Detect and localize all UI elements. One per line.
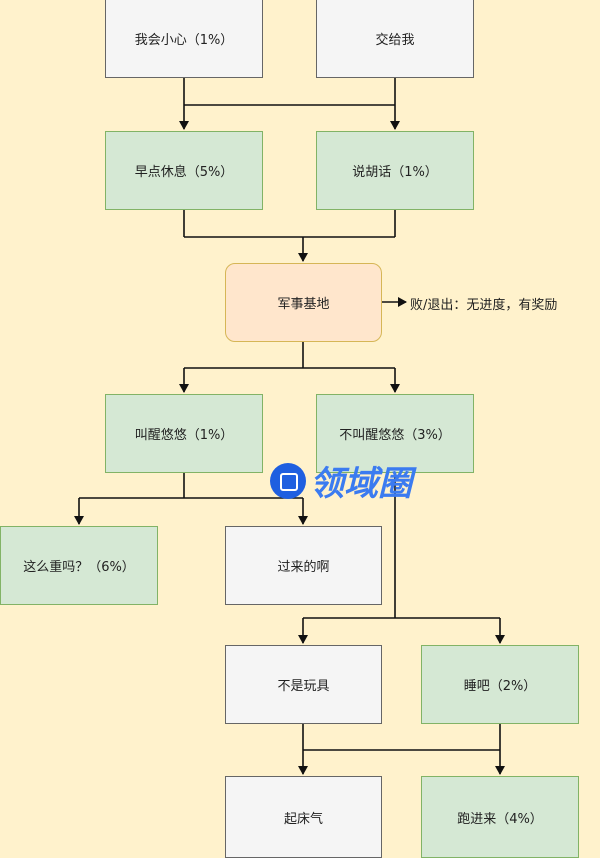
node-nonsense: 说胡话（1%） [316, 131, 474, 210]
node-morning-grumpy: 起床气 [225, 776, 382, 858]
node-label: 起床气 [283, 811, 323, 827]
fail-exit-label: 败/退出：无进度，有奖励 [410, 298, 558, 313]
node-label: 不叫醒悠悠（3%） [339, 428, 451, 443]
node-label: 不是玩具 [277, 679, 330, 694]
node-so-heavy: 这么重吗？（6%） [0, 526, 158, 605]
node-leave-to-me: 交给我 [316, 0, 474, 78]
node-be-careful: 我会小心（1%） [105, 0, 263, 78]
watermark-logo-icon [270, 462, 306, 499]
node-label: 叫醒悠悠（1%） [134, 428, 234, 443]
watermark-text: 领域圈 [310, 464, 412, 504]
watermark: 领域圈 [270, 456, 412, 505]
node-wake-youyou: 叫醒悠悠（1%） [105, 394, 263, 473]
node-go-sleep: 睡吧（2%） [421, 645, 579, 724]
node-label: 跑进来（4%） [457, 811, 543, 827]
node-came-over: 过来的啊 [225, 526, 382, 605]
node-label: 交给我 [375, 32, 415, 48]
node-run-in: 跑进来（4%） [421, 776, 579, 858]
node-label: 我会小心（1%） [134, 32, 234, 48]
node-rest-early: 早点休息（5%） [105, 131, 263, 210]
node-label: 早点休息（5%） [134, 165, 234, 180]
node-not-a-toy: 不是玩具 [225, 645, 382, 724]
node-label: 睡吧（2%） [463, 679, 537, 694]
node-dont-wake-youyou: 不叫醒悠悠（3%） [316, 394, 474, 473]
node-military-base: 军事基地 [225, 263, 382, 342]
node-label: 这么重吗？（6%） [23, 560, 135, 575]
node-label: 军事基地 [277, 297, 330, 312]
node-label: 过来的啊 [277, 560, 330, 575]
node-label: 说胡话（1%） [352, 165, 438, 180]
